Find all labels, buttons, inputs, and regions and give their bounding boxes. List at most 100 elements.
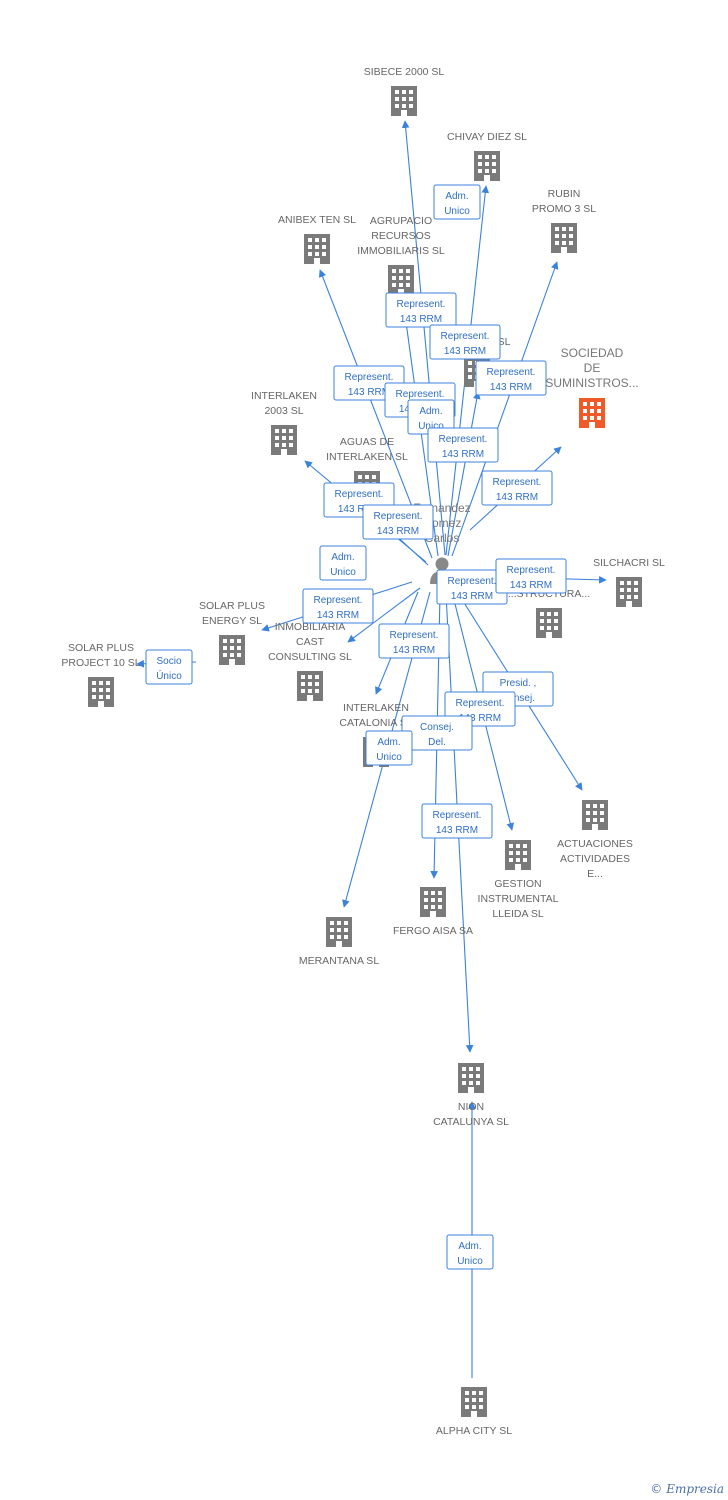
role-text: Presid. , <box>500 678 537 689</box>
company-label-rubin-line-1: PROMO 3 SL <box>532 203 596 215</box>
role-text: Único <box>156 669 182 682</box>
role-badge: Represent.143 RRM <box>362 504 434 540</box>
building-icon[interactable] <box>616 577 642 607</box>
role-box <box>378 623 450 659</box>
company-node-alpha[interactable]: ALPHA CITY SL <box>436 1387 512 1437</box>
building-icon[interactable] <box>551 223 577 253</box>
company-node-chivay[interactable]: CHIVAY DIEZ SL <box>447 131 527 181</box>
role-text: 143 RRM <box>459 713 501 724</box>
building-icon[interactable] <box>219 635 245 665</box>
role-text: Represent. <box>507 565 556 576</box>
role-text: Represent. <box>374 511 423 522</box>
role-badge: Represent. 143 RRM <box>378 623 450 659</box>
role-text: Represent. <box>390 630 439 641</box>
building-icon[interactable] <box>304 234 330 264</box>
building-icon[interactable] <box>582 800 608 830</box>
company-label-agrupacio-line-2: IMMOBILIARIS SL <box>357 245 445 257</box>
role-text: Represent. <box>439 434 488 445</box>
role-badge: Adm.Unico <box>433 184 481 220</box>
building-icon[interactable] <box>271 425 297 455</box>
company-node-merantana[interactable]: MERANTANA SL <box>299 917 379 967</box>
company-label-gestion-line-2: LLEIDA SL <box>492 908 544 920</box>
company-node-silchacri[interactable]: SILCHACRI SL <box>593 557 665 607</box>
company-label-interlakencat-line-1: CATALONIA SL <box>339 717 412 729</box>
company-label-solarenergy-line-0: SOLAR PLUS <box>199 600 265 612</box>
company-label-actuaciones-line-2: E... <box>587 868 603 880</box>
role-badge: Represent.143 RRM <box>436 569 508 605</box>
company-label-silchacri-line-0: SILCHACRI SL <box>593 557 665 569</box>
highlighted-building-icon[interactable] <box>579 398 605 428</box>
building-icon[interactable] <box>458 1063 484 1093</box>
company-node-sociedad[interactable]: SOCIEDADDESUMINISTROS... <box>545 346 639 428</box>
company-node-solarproject[interactable]: SOLAR PLUS PROJECT 10 SL <box>61 642 141 707</box>
building-icon[interactable] <box>505 840 531 870</box>
role-box <box>302 588 374 624</box>
company-node-solarenergy[interactable]: SOLAR PLUS ENERGY SL <box>199 600 265 665</box>
company-label-solarproject-line-1: PROJECT 10 SL <box>61 657 140 669</box>
company-label-inmobcast-line-0: INMOBILIARIA <box>275 621 346 633</box>
company-label-inmobcast-line-2: CONSULTING SL <box>268 651 352 663</box>
role-text: Unico <box>376 752 402 763</box>
company-label-merantana-line-0: MERANTANA SL <box>299 955 379 967</box>
building-icon[interactable] <box>388 265 414 295</box>
role-text: 143 RRM <box>451 591 493 602</box>
building-icon[interactable] <box>88 677 114 707</box>
company-label-solarenergy-line-1: ENERGY SL <box>202 615 262 627</box>
role-text: Represent. <box>345 372 394 383</box>
role-text: 143 RRM <box>400 314 442 325</box>
role-text: 143 RRM <box>442 449 484 460</box>
company-label-chivay-line-0: CHIVAY DIEZ SL <box>447 131 527 143</box>
role-box <box>365 730 413 766</box>
company-node-sibece[interactable]: SIBECE 2000 SL <box>364 66 445 116</box>
building-icon[interactable] <box>326 917 352 947</box>
role-text: 143 RRM <box>338 504 380 515</box>
company-node-x_sl[interactable]: SL <box>464 336 511 387</box>
edge-person-to-x_sl <box>447 391 481 557</box>
building-icon[interactable] <box>391 86 417 116</box>
role-box <box>385 292 457 328</box>
role-box <box>362 504 434 540</box>
role-text: Adm. <box>445 191 468 202</box>
company-node-actuaciones[interactable]: ACTUACIONESACTIVIDADESE... <box>557 800 633 880</box>
role-badge: Represent.143 RRM <box>421 803 493 839</box>
building-icon[interactable] <box>536 608 562 638</box>
company-label-gestion-line-1: INSTRUMENTAL <box>478 893 559 905</box>
role-box <box>495 558 567 594</box>
company-node-fergo[interactable]: FERGO AISA SA <box>393 887 473 937</box>
company-label-agrupacio-line-0: AGRUPACIO <box>370 215 432 227</box>
role-badge: Represent. 143 RRM <box>427 427 499 463</box>
building-icon[interactable] <box>461 1387 487 1417</box>
building-icon[interactable] <box>420 887 446 917</box>
company-label-anibex-line-0: ANIBEX TEN SL <box>278 214 356 226</box>
role-box <box>427 427 499 463</box>
role-badge: Represent.143 RRM <box>385 292 457 328</box>
role-box <box>433 184 481 220</box>
role-text: 143 RRM <box>444 346 486 357</box>
building-icon[interactable] <box>297 671 323 701</box>
company-node-anibex[interactable]: ANIBEX TEN SL <box>278 214 356 264</box>
company-node-interlakencat[interactable]: INTERLAKEN CATALONIA SL <box>339 702 413 767</box>
role-text: Adm. <box>377 737 400 748</box>
role-badge: Represent.143 RRM <box>475 360 547 396</box>
company-label-solarproject-line-0: SOLAR PLUS <box>68 642 134 654</box>
company-label-interlakencat-line-0: INTERLAKEN <box>343 702 409 714</box>
building-icon[interactable] <box>474 151 500 181</box>
brand-watermark: ©Empresia <box>650 1482 724 1496</box>
company-label-x_sl-line-0: SL <box>498 336 511 348</box>
role-text: 143 RRM <box>393 645 435 656</box>
role-text: 143 RRM <box>510 580 552 591</box>
company-label-alpha-line-0: ALPHA CITY SL <box>436 1425 512 1437</box>
company-label-nion-line-1: CATALUNYA SL <box>433 1116 509 1128</box>
role-text: Unico <box>330 567 356 578</box>
role-text: Consej. <box>501 693 535 704</box>
role-text: 143 RRM <box>490 382 532 393</box>
